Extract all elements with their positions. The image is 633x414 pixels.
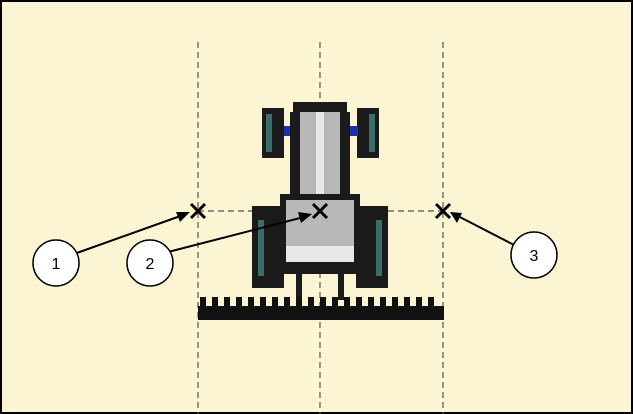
tractor-rear-left-wheel [252, 206, 284, 288]
implement-tooth [332, 297, 338, 307]
callout-3-arrowhead [450, 212, 462, 223]
tractor-cabin-highlight [316, 112, 324, 200]
left-marker [189, 202, 207, 220]
callout-3-label: 3 [530, 248, 539, 265]
implement-tooth [284, 297, 290, 307]
markers [189, 202, 452, 220]
implement-tooth [272, 297, 278, 307]
tractor-rear-right-tread [376, 220, 382, 276]
callout-1-label: 1 [52, 256, 61, 273]
tractor-right-link [338, 274, 344, 300]
tractor-left-link [296, 274, 302, 300]
implement-tooth [212, 297, 218, 307]
callout-2-label: 2 [146, 256, 155, 273]
right-marker [434, 202, 452, 220]
implement-tooth [200, 297, 206, 307]
implement-tooth [296, 297, 302, 307]
callout-3: 3 [510, 231, 558, 279]
tractor-left-light [284, 126, 294, 136]
implement-tooth [356, 297, 362, 307]
implement-bar-icon [198, 297, 444, 320]
implement-tooth [380, 297, 386, 307]
callout-leaders [73, 212, 517, 255]
implement-tooth [248, 297, 254, 307]
callout-2: 2 [126, 239, 174, 287]
callout-2-arrowhead [298, 212, 312, 223]
implement-tooth [428, 297, 434, 307]
tractor-front-right-tread [369, 114, 375, 152]
x-mark-icon [434, 202, 452, 220]
callout-1: 1 [32, 239, 80, 287]
implement-bar [198, 306, 444, 320]
tractor-rear-left-tread [258, 220, 264, 276]
implement-tooth [236, 297, 242, 307]
tractor-front-right-wheel [357, 108, 379, 158]
implement-tooth [260, 297, 266, 307]
callout-3-circle [510, 231, 558, 279]
callout-1-arrowhead [176, 212, 190, 222]
implement-tooth [320, 297, 326, 307]
implement-teeth [200, 297, 434, 307]
center-marker [311, 202, 329, 220]
implement-tooth [308, 297, 314, 307]
tractor-front-left-tread [266, 114, 272, 152]
callout-1-leader [73, 213, 187, 255]
implement-tooth [416, 297, 422, 307]
tractor-rear-right-wheel [356, 206, 388, 288]
callouts: 1 2 3 [32, 231, 558, 287]
implement-tooth [404, 297, 410, 307]
x-mark-icon [189, 202, 207, 220]
callout-3-leader [453, 213, 517, 247]
tractor-front-left-wheel [262, 108, 284, 158]
implement-tooth [368, 297, 374, 307]
x-mark-icon [311, 202, 329, 220]
implement-tooth [224, 297, 230, 307]
callout-1-circle [32, 239, 80, 287]
tractor-rear-view-icon [252, 102, 388, 300]
callout-2-circle [126, 239, 174, 287]
tractor-body-lower [286, 246, 354, 262]
callout-2-leader [167, 215, 309, 253]
implement-tooth [392, 297, 398, 307]
implement-tooth [344, 297, 350, 307]
tractor-right-light [348, 126, 358, 136]
tractor-roof [293, 102, 347, 112]
